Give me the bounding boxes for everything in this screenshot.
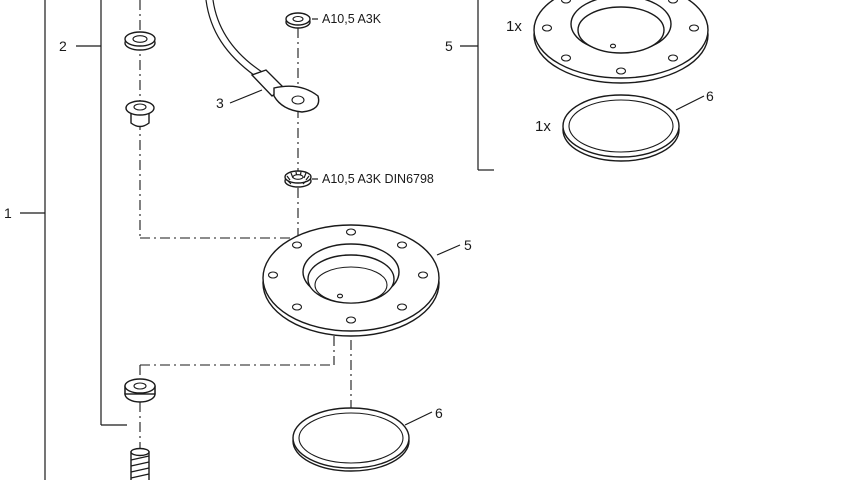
- callout-6-bottom: 6: [435, 405, 443, 421]
- flange-quantity: 1x: [506, 18, 522, 35]
- callout-5-mid: 5: [464, 237, 472, 253]
- grommet-top: [124, 31, 156, 51]
- spare-gasket: [562, 94, 680, 162]
- grommet-bottom: [124, 378, 156, 403]
- spare-flange: [533, 0, 709, 84]
- group-1-bracket: [20, 0, 46, 480]
- group-5-bracket: [460, 0, 494, 171]
- callout-3: 3: [216, 95, 224, 111]
- lock-washer: [284, 170, 312, 188]
- ground-cable: [205, 0, 320, 113]
- callout-1: 1: [4, 205, 12, 221]
- flanged-bushing: [125, 100, 155, 128]
- plain-washer: [285, 12, 311, 29]
- group-2-bracket: [76, 0, 127, 426]
- gasket-quantity: 1x: [535, 118, 551, 135]
- callout-6-top: 6: [706, 88, 714, 104]
- callout-5-top: 5: [445, 38, 453, 54]
- leader-lines: [229, 18, 705, 426]
- lock-washer-spec-label: A10,5 A3K DIN6798: [322, 172, 434, 186]
- washer-spec-label: A10,5 A3K: [322, 12, 382, 26]
- main-gasket: [292, 407, 410, 472]
- threaded-stud: [130, 447, 150, 480]
- main-flange: [262, 224, 440, 337]
- callout-2: 2: [59, 38, 67, 54]
